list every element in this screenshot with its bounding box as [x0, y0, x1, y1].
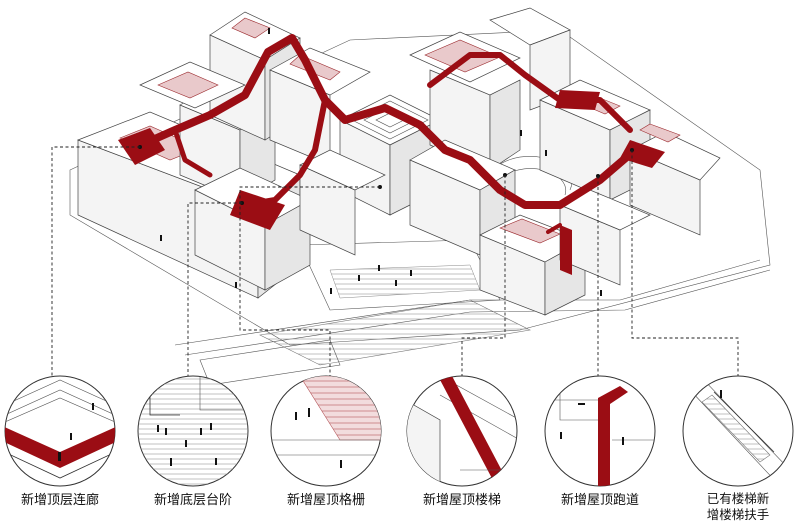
callout-label-rooftop-corridor: 新增顶层连廊 [20, 493, 99, 508]
callout-label-stair-handrail-line2: 增楼梯扶手 [706, 507, 770, 522]
people-main [160, 28, 602, 296]
detail-circle-roof-stair [406, 375, 518, 487]
detail-circle-roof-grille [270, 375, 382, 487]
callout-label-stair-handrail: 已有楼梯新 增楼梯扶手 [673, 491, 800, 523]
callout-label-roof-grille: 新增屋顶格栅 [286, 493, 365, 508]
detail-circle-rooftop-corridor [4, 375, 116, 487]
detail-circle-ground-steps [137, 375, 249, 487]
red-corridor [118, 34, 665, 275]
leader-lines [51, 145, 739, 378]
callout-label-stair-handrail-line1: 已有楼梯新 [706, 491, 770, 506]
detail-circle-stair-handrail [682, 375, 794, 487]
callout-label-roof-stair: 新增屋顶楼梯 [422, 493, 501, 508]
callout-label-ground-steps: 新增底层台阶 [153, 493, 232, 508]
site-ground [69, 29, 771, 386]
detail-circle-roof-track [544, 375, 656, 487]
callout-label-roof-track: 新增屋顶跑道 [560, 493, 639, 508]
